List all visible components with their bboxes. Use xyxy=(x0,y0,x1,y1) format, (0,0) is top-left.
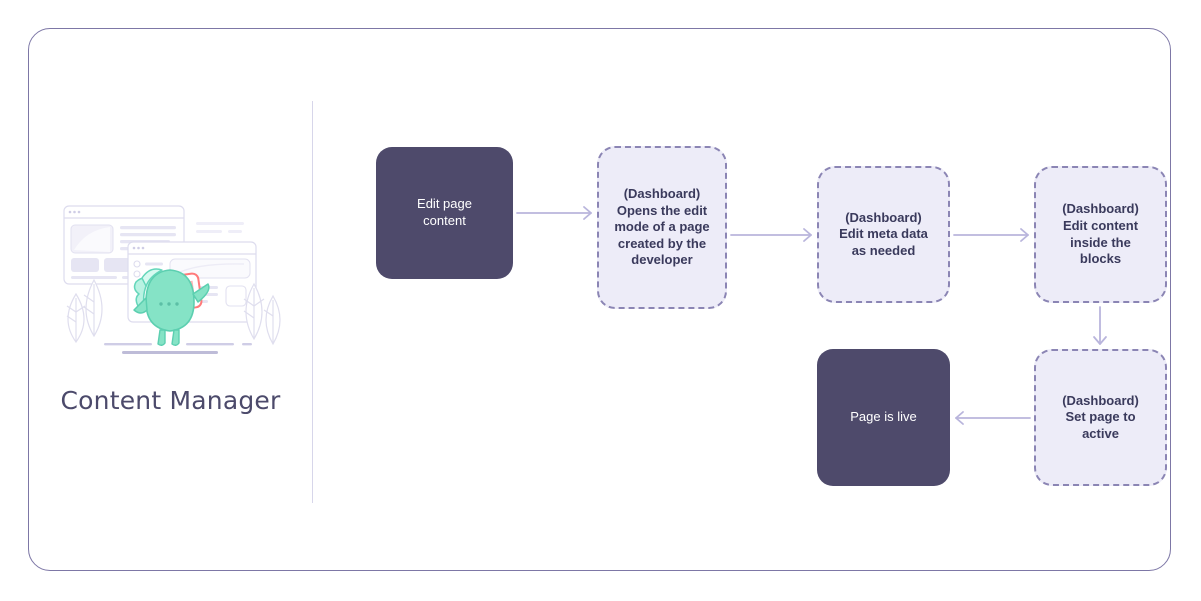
node-label: Page is live xyxy=(850,409,917,425)
node-label: (Dashboard) Edit content inside the bloc… xyxy=(1062,201,1139,267)
node-page-is-live[interactable]: Page is live xyxy=(817,349,950,486)
node-edit-page-content[interactable]: Edit page content xyxy=(376,147,513,279)
node-opens-edit-mode[interactable]: (Dashboard) Opens the edit mode of a pag… xyxy=(597,146,727,309)
panel-divider xyxy=(312,101,314,503)
node-set-page-active[interactable]: (Dashboard) Set page to active xyxy=(1034,349,1167,486)
node-label: (Dashboard) Opens the edit mode of a pag… xyxy=(614,185,710,268)
page-title: Content Manager xyxy=(60,385,281,415)
node-label: (Dashboard) Edit meta data as needed xyxy=(839,209,928,258)
content-manager-mascot-illustration xyxy=(62,204,281,354)
diagram-card-frame: Content Manager xyxy=(28,28,1171,571)
node-edit-content-blocks[interactable]: (Dashboard) Edit content inside the bloc… xyxy=(1034,166,1167,303)
node-label: (Dashboard) Set page to active xyxy=(1062,392,1139,441)
node-edit-meta-data[interactable]: (Dashboard) Edit meta data as needed xyxy=(817,166,950,303)
left-panel: Content Manager xyxy=(29,99,312,509)
node-label: Edit page content xyxy=(417,196,472,228)
flow-diagram: Edit page content (Dashboard) Opens the … xyxy=(312,29,1172,572)
